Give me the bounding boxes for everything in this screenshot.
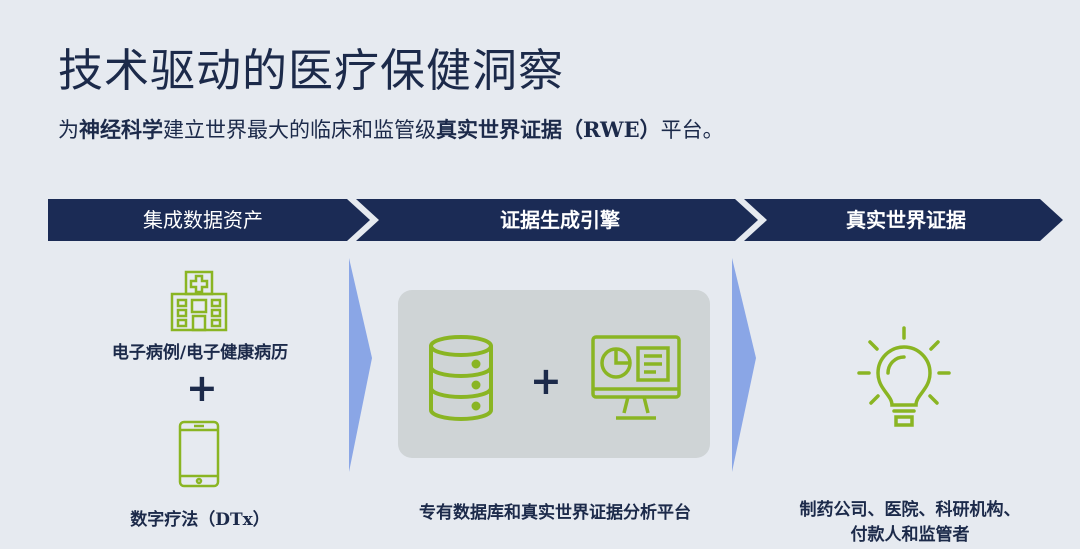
engine-plus: + xyxy=(530,359,562,403)
subtitle-bold1: 神经科学 xyxy=(79,117,163,142)
flow-arrow-1 xyxy=(349,258,372,472)
ehr-label: 电子病例/电子健康病历 xyxy=(111,343,289,363)
hospital-icon xyxy=(170,270,228,332)
output-label-line1: 制药公司、医院、科研机构、 xyxy=(799,500,1021,520)
page-title: 技术驱动的医疗保健洞察 xyxy=(58,44,565,97)
chevron-stage-3 xyxy=(744,199,1063,241)
smartphone-icon xyxy=(178,420,220,488)
subtitle-part2: 建立世界最大的临床和监管级 xyxy=(163,118,436,142)
chevron-stage-2 xyxy=(356,199,758,241)
subtitle-bold2: 真实世界证据（RWE） xyxy=(436,117,661,142)
lightbulb-icon xyxy=(857,326,951,427)
flow-arrow-2 xyxy=(732,258,756,472)
database-icon xyxy=(429,335,493,422)
dtx-label: 数字疗法（DTx） xyxy=(130,510,270,530)
chevron-stage-1 xyxy=(48,199,370,241)
monitor-chart-icon xyxy=(591,335,681,420)
subtitle-part3: 平台。 xyxy=(660,118,724,142)
asset-plus: + xyxy=(186,366,218,410)
subtitle-part1: 为 xyxy=(58,118,79,142)
engine-label: 专有数据库和真实世界证据分析平台 xyxy=(419,503,691,523)
stage-label-2: 证据生成引擎 xyxy=(500,208,620,232)
stage-label-1: 集成数据资产 xyxy=(143,208,263,232)
stage-label-3: 真实世界证据 xyxy=(846,208,966,232)
page-subtitle: 为神经科学建立世界最大的临床和监管级真实世界证据（RWE）平台。 xyxy=(58,114,724,144)
output-label-line2: 付款人和监管者 xyxy=(850,525,970,545)
